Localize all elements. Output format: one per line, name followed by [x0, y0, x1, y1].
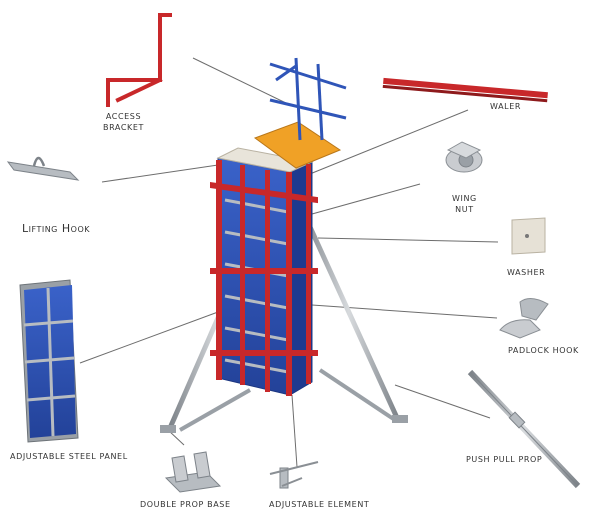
access-bracket-part: [106, 13, 172, 107]
leader-waler: [299, 109, 469, 179]
washer-part: [511, 217, 546, 255]
leader-wing-nut: [311, 183, 421, 215]
label-adjustable-element: ADJUSTABLE ELEMENT: [269, 500, 370, 509]
adjustable-element-part: [269, 461, 319, 489]
leader-push-pull-prop: [394, 384, 491, 419]
label-adjustable-steel-panel: ADJUSTABLE STEEL PANEL: [10, 452, 128, 461]
push-pull-prop-part: [467, 369, 581, 489]
access-bracket-label-line1: ACCESS: [105, 112, 142, 121]
access-bracket-label-line2: BRACKET: [103, 122, 145, 132]
label-push-pull-prop: PUSH PULL PROP: [466, 455, 543, 464]
label-padlock-hook: PADLOCK HOOK: [508, 346, 579, 355]
wing-nut-label-line2: NUT: [455, 204, 474, 214]
leader-access-bracket: [192, 57, 289, 105]
leader-washer: [317, 237, 499, 243]
lifting-hook-part: [6, 156, 80, 181]
leader-lines: [79, 57, 499, 468]
leader-padlock-hook: [311, 304, 498, 319]
label-lifting-hook: Lifting Hook: [22, 222, 90, 235]
waler-part: [382, 77, 548, 103]
leader-adjustable-element: [291, 394, 298, 468]
leader-steel-panel: [79, 311, 219, 364]
wing-nut-part: [445, 141, 483, 173]
leader-lifting-hook: [101, 164, 219, 183]
label-double-prop-base: DOUBLE PROP BASE: [140, 500, 231, 509]
wing-nut-label-line1: WING: [452, 194, 477, 203]
label-waler: WALER: [490, 102, 522, 111]
padlock-hook-part: [499, 298, 549, 339]
label-washer: WASHER: [507, 268, 546, 277]
formwork-column: [160, 57, 408, 433]
label-wing-nut: WING NUT: [452, 194, 477, 216]
adjustable-steel-panel-part: [19, 279, 79, 443]
double-prop-base-part: [164, 451, 222, 493]
label-access-bracket: ACCESS BRACKET: [103, 112, 144, 134]
